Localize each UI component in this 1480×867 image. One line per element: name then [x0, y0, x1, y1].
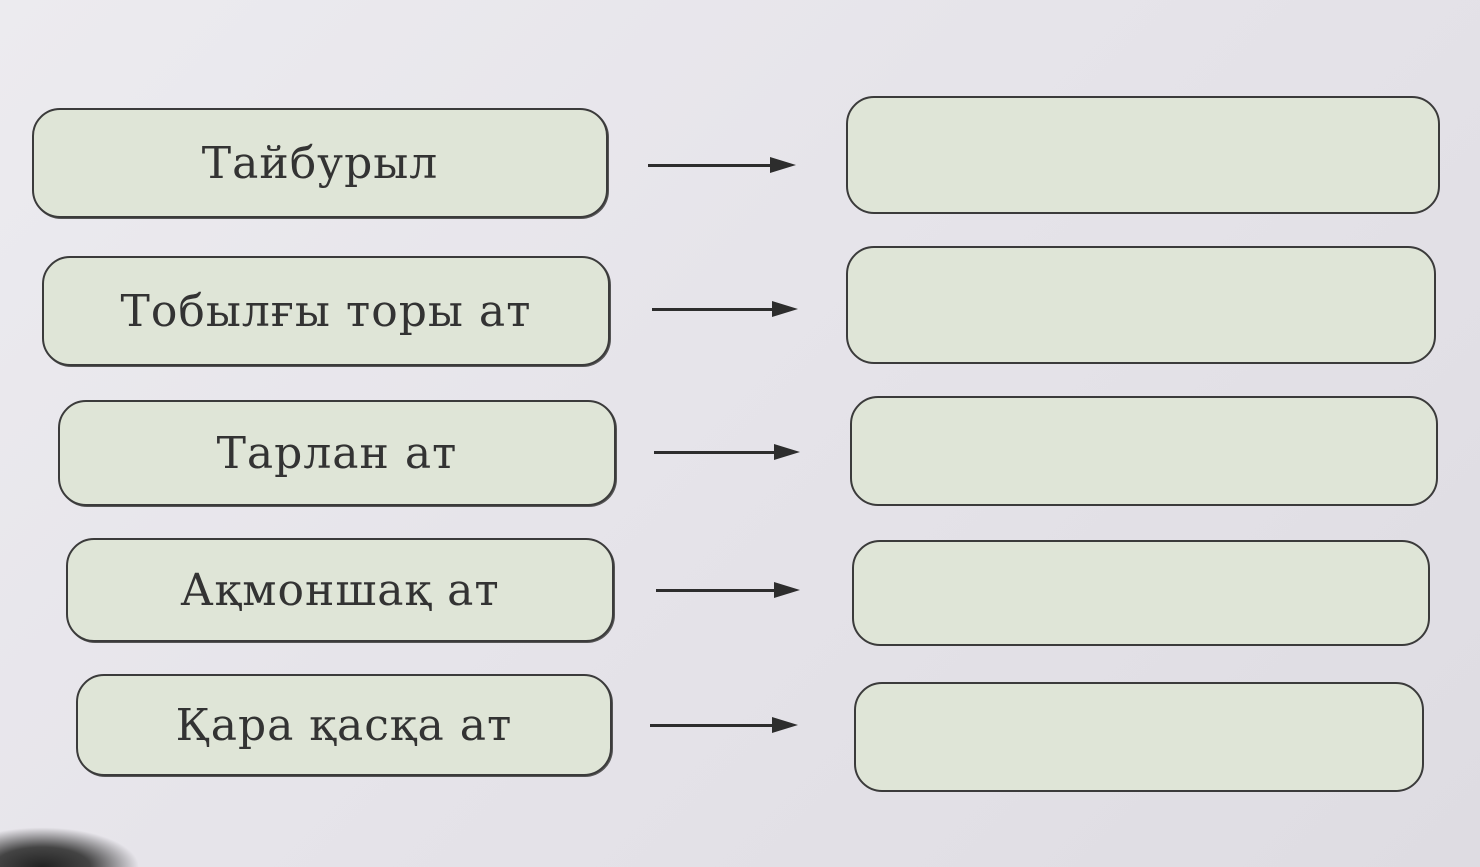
page-edge-shadow — [0, 827, 140, 867]
horse-name-box-2: Тобылғы торы ат — [42, 256, 610, 366]
horse-name-label: Тарлан ат — [216, 427, 458, 479]
horse-name-box-3: Тарлан ат — [58, 400, 616, 506]
horse-name-box-1: Тайбурыл — [32, 108, 608, 218]
horse-name-label: Қара қасқа ат — [175, 699, 513, 751]
answer-box-1[interactable] — [846, 96, 1440, 214]
right-arrow-icon — [654, 442, 800, 462]
answer-box-5[interactable] — [854, 682, 1424, 792]
right-arrow-icon — [652, 299, 798, 319]
horse-name-label: Ақмоншақ ат — [180, 564, 500, 616]
horse-name-box-5: Қара қасқа ат — [76, 674, 612, 776]
horse-name-label: Тайбурыл — [201, 137, 439, 189]
right-arrow-icon — [648, 155, 796, 175]
answer-box-4[interactable] — [852, 540, 1430, 646]
answer-box-3[interactable] — [850, 396, 1438, 506]
right-arrow-icon — [650, 715, 798, 735]
right-arrow-icon — [656, 580, 800, 600]
horse-name-label: Тобылғы торы ат — [120, 285, 532, 337]
answer-box-2[interactable] — [846, 246, 1436, 364]
horse-name-box-4: Ақмоншақ ат — [66, 538, 614, 642]
